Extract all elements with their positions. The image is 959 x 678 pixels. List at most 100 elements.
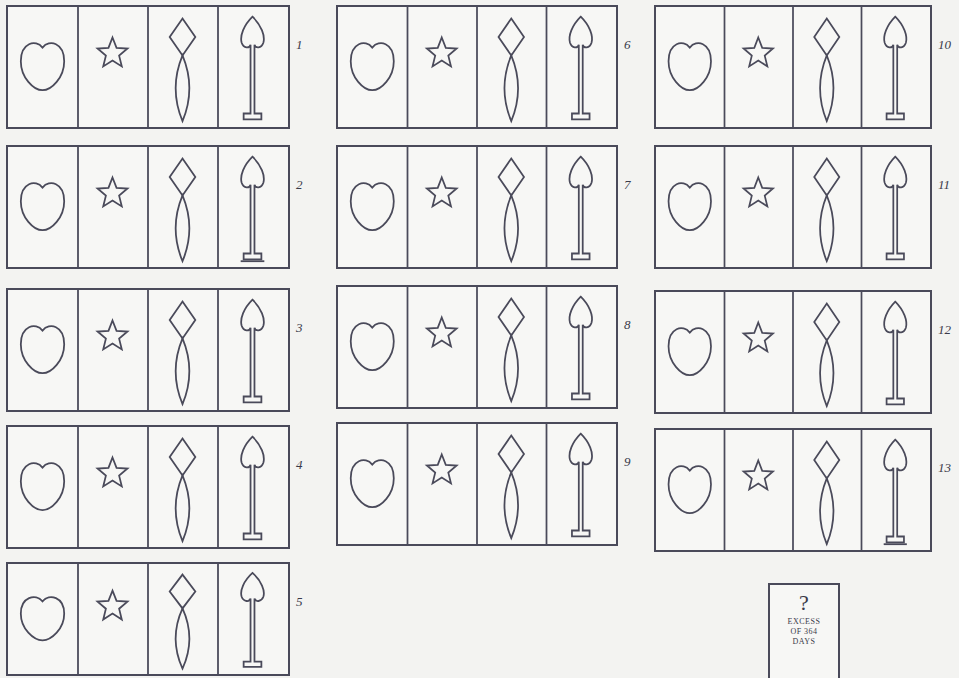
- figure-outline: [476, 424, 478, 544]
- figure-outline: [147, 564, 149, 674]
- figure-outline: [861, 430, 863, 550]
- figure-outline: [98, 321, 128, 350]
- figure-outline: [861, 7, 863, 127]
- figure-outline: [744, 38, 773, 67]
- figure-outline: [241, 17, 264, 120]
- figure-outline: [669, 466, 711, 513]
- symbol-card: 10: [654, 5, 932, 129]
- card-number: 8: [624, 317, 631, 333]
- card-figures: [338, 287, 616, 407]
- card-figures: [338, 7, 616, 127]
- question-box: ?EXCESS OF 364 DAYS: [768, 583, 840, 678]
- figure-outline: [21, 43, 64, 90]
- figure-outline: [170, 302, 196, 339]
- symbol-card: 13: [654, 428, 932, 552]
- figure-outline: [884, 157, 906, 260]
- figure-outline: [861, 147, 863, 267]
- figure-outline: [427, 455, 457, 484]
- figure-outline: [884, 543, 907, 545]
- figure-outline: [546, 147, 548, 267]
- figure-outline: [170, 439, 196, 476]
- figure-outline: [820, 55, 833, 121]
- figure-outline: [505, 55, 518, 121]
- figure-outline: [427, 178, 457, 207]
- card-figures: [656, 430, 930, 550]
- figure-outline: [98, 38, 128, 67]
- figure-outline: [21, 463, 64, 510]
- card-number: 2: [296, 177, 303, 193]
- figure-outline: [669, 328, 711, 375]
- figure-outline: [820, 195, 833, 261]
- symbol-card: 11: [654, 145, 932, 269]
- figure-outline: [147, 290, 149, 410]
- figure-outline: [147, 7, 149, 127]
- figure-outline: [77, 7, 79, 127]
- figure-outline: [569, 297, 592, 400]
- figure-outline: [546, 7, 548, 127]
- figure-outline: [546, 424, 548, 544]
- figure-outline: [217, 290, 219, 410]
- symbol-card: 3: [6, 288, 290, 412]
- card-number: 6: [624, 37, 631, 53]
- symbol-card: 5: [6, 562, 290, 676]
- figure-outline: [724, 292, 726, 412]
- figure-outline: [351, 43, 394, 90]
- card-figures: [656, 292, 930, 412]
- figure-outline: [217, 564, 219, 674]
- figure-outline: [77, 290, 79, 410]
- figure-outline: [814, 304, 839, 341]
- figure-outline: [77, 564, 79, 674]
- card-figures: [8, 564, 288, 674]
- figure-outline: [241, 437, 264, 540]
- card-number: 9: [624, 454, 631, 470]
- card-number: 12: [938, 322, 951, 338]
- figure-outline: [241, 157, 264, 260]
- card-number: 10: [938, 37, 951, 53]
- figure-outline: [669, 183, 711, 230]
- figure-outline: [744, 178, 773, 207]
- figure-outline: [77, 147, 79, 267]
- figure-outline: [98, 178, 128, 207]
- figure-outline: [505, 195, 518, 261]
- figure-outline: [21, 326, 64, 373]
- figure-outline: [669, 43, 711, 90]
- figure-outline: [499, 159, 524, 196]
- card-number: 1: [296, 37, 303, 53]
- figure-outline: [792, 292, 794, 412]
- card-figures: [8, 147, 288, 267]
- figure-outline: [744, 461, 773, 490]
- card-figures: [656, 147, 930, 267]
- card-number: 13: [938, 460, 951, 476]
- figure-outline: [407, 7, 409, 127]
- figure-outline: [351, 460, 394, 507]
- figure-outline: [569, 17, 592, 120]
- figure-outline: [884, 440, 906, 543]
- card-number: 7: [624, 177, 631, 193]
- figure-outline: [147, 427, 149, 547]
- figure-outline: [724, 430, 726, 550]
- figure-outline: [744, 323, 773, 352]
- figure-outline: [176, 55, 189, 121]
- figure-outline: [505, 472, 518, 538]
- figure-outline: [569, 434, 592, 537]
- figure-outline: [77, 427, 79, 547]
- card-figures: [656, 7, 930, 127]
- figure-outline: [98, 458, 128, 487]
- figure-outline: [814, 159, 839, 196]
- symbol-card: 7: [336, 145, 618, 269]
- figure-outline: [884, 17, 906, 120]
- box-note: EXCESS OF 364 DAYS: [781, 617, 827, 647]
- figure-outline: [407, 424, 409, 544]
- figure-outline: [351, 183, 394, 230]
- figure-outline: [476, 147, 478, 267]
- figure-outline: [861, 292, 863, 412]
- figure-outline: [792, 7, 794, 127]
- card-number: 3: [296, 320, 303, 336]
- figure-outline: [814, 442, 839, 479]
- figure-outline: [170, 19, 196, 56]
- figure-outline: [792, 430, 794, 550]
- figure-outline: [814, 19, 839, 56]
- figure-outline: [792, 147, 794, 267]
- card-figures: [8, 7, 288, 127]
- figure-outline: [21, 597, 64, 640]
